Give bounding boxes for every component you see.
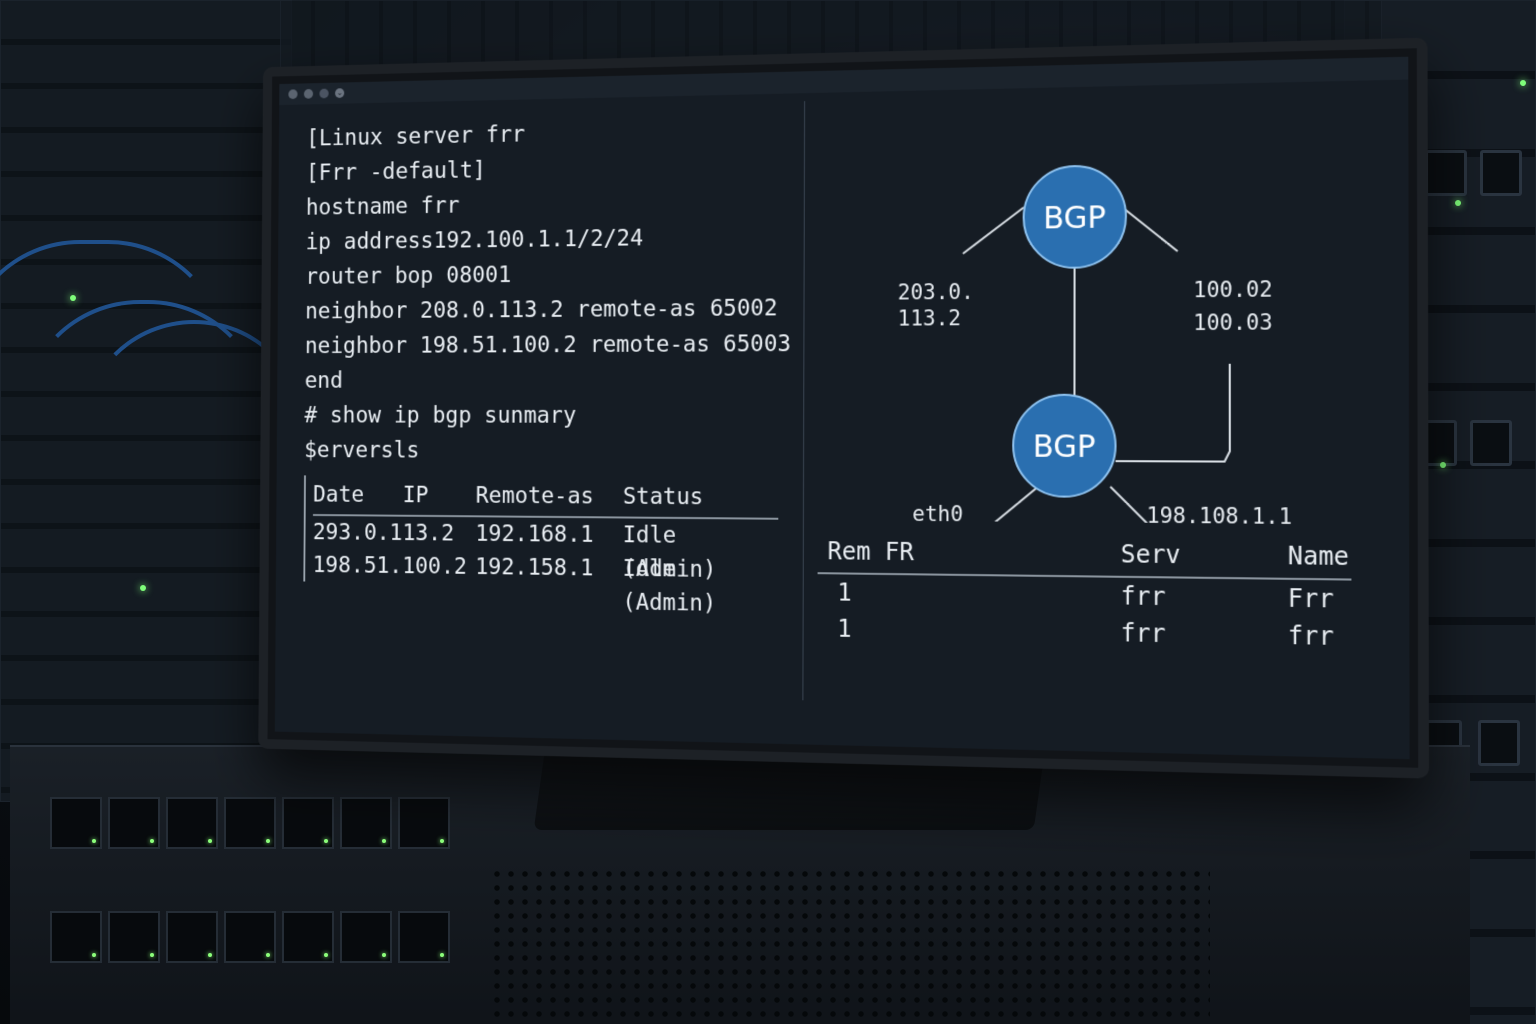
table-row: 1 frr frr (817, 610, 1351, 655)
status-led (1440, 462, 1446, 468)
table-cell-spacer (977, 613, 1120, 652)
edge-label: 100.03 (1193, 309, 1272, 335)
ethernet-port (340, 911, 392, 963)
table-cell: Idle (Admin) (622, 556, 717, 617)
table-cell: frr (1120, 581, 1166, 612)
edge-line (1121, 205, 1178, 252)
monitor: ⌄ [Linux server frr [Frr -default] hostn… (258, 37, 1430, 779)
column-header-spacer (978, 532, 1121, 576)
bgp-node-top[interactable] (1024, 165, 1126, 268)
terminal-line: neighbor 208.0.113.2 remote-as 65002 (305, 295, 778, 325)
status-led (70, 295, 76, 301)
terminal-line: end (304, 368, 343, 394)
table-cell: 293.0.113.2 (312, 519, 455, 547)
server-port-grid (50, 797, 470, 1017)
status-led (140, 585, 146, 591)
maximize-dot-icon[interactable] (319, 88, 329, 99)
ethernet-port (398, 911, 450, 963)
column-header-serv: Serv (1120, 539, 1181, 570)
rack-port (1478, 720, 1520, 766)
table-cell: 192.158.1 (475, 554, 594, 582)
bgp-topology-diagram: BGP BGP 203.0. 113.2 100.02 100.03 eth0 … (898, 88, 1292, 525)
table-row: 293.0.113.2 192.168.1 Idle (Admin) (312, 516, 779, 583)
terminal-line: ip address192.100.1.1/2/24 (305, 225, 644, 256)
table-cell: frr (1120, 618, 1166, 649)
rack-port (1470, 420, 1512, 466)
table-cell: 198.51.100.2 (312, 552, 468, 580)
edge-label: 203.0. (898, 279, 974, 304)
bgp-node-label: BGP (1043, 199, 1106, 235)
ethernet-port (166, 797, 218, 849)
ethernet-port (50, 911, 102, 963)
bgp-node-label: BGP (1033, 429, 1096, 465)
close-dot-icon[interactable] (288, 89, 298, 100)
table-cell: Frr (1287, 583, 1334, 614)
column-header-name: Name (1287, 541, 1350, 572)
terminal-prompt-line: $erversls (304, 437, 420, 464)
table-header: Date IP Remote-as Status (312, 475, 779, 520)
ethernet-port (340, 797, 392, 849)
edge-line (1110, 487, 1151, 525)
ethernet-port (108, 797, 160, 849)
terminal-line: neighbor 198.51.100.2 remote-as 65003 (304, 331, 792, 359)
edge-label: eth0 (912, 501, 963, 525)
terminal-command-line: # show ip bgp sunmary (304, 403, 577, 429)
network-cable (0, 240, 228, 668)
table-cell-spacer (978, 576, 1121, 615)
column-header-remote-as: Remote-as (475, 483, 594, 510)
table-header: Rem FR Serv Name (817, 530, 1352, 581)
ethernet-port (282, 911, 334, 963)
monitor-screen: ⌄ [Linux server frr [Frr -default] hostn… (274, 56, 1410, 760)
edge-label: 100.02 (1193, 276, 1272, 302)
neighbor-table: Rem FR Serv Name 1 frr Frr 1 frr (817, 530, 1352, 656)
status-led (1455, 200, 1461, 206)
table-cell: 192.168.1 (475, 521, 594, 548)
chevron-down-icon[interactable]: ⌄ (335, 88, 345, 99)
terminal-pane[interactable]: [Linux server frr [Frr -default] hostnam… (302, 112, 792, 730)
ethernet-port (398, 797, 450, 849)
server-vent-grill (490, 867, 1210, 1024)
minimize-dot-icon[interactable] (303, 88, 314, 99)
edge-line (978, 486, 1039, 525)
table-cell: frr (1287, 621, 1334, 652)
network-cable (20, 300, 268, 768)
bgp-summary-table: Date IP Remote-as Status 293.0.113.2 192… (303, 475, 779, 617)
topology-pane: BGP BGP 203.0. 113.2 100.02 100.03 eth0 … (817, 88, 1384, 754)
ethernet-port (50, 797, 102, 849)
edge-line (1116, 364, 1230, 462)
edge-label: 113.2 (898, 306, 961, 331)
table-cell: Idle (Admin) (622, 522, 717, 583)
table-cell: 1 (837, 578, 852, 607)
edge-label: 198.108.1.1 (1147, 503, 1292, 525)
rack-port (1425, 150, 1467, 196)
pane-divider[interactable] (802, 101, 806, 701)
terminal-line: router bop 08001 (305, 262, 512, 290)
ethernet-port (166, 911, 218, 963)
ethernet-port (282, 797, 334, 849)
status-led (1520, 80, 1526, 86)
ethernet-port (224, 911, 276, 963)
ethernet-port (108, 911, 160, 963)
rack-port (1480, 150, 1522, 196)
ethernet-port (224, 797, 276, 849)
column-header-rem-fr: Rem FR (827, 537, 914, 567)
column-header-date-ip: Date IP (313, 482, 429, 509)
edge-line (963, 207, 1024, 253)
column-header-status: Status (622, 483, 704, 511)
table-cell: 1 (837, 614, 852, 643)
bgp-node-bottom[interactable] (1013, 395, 1115, 497)
network-cable (80, 320, 308, 808)
table-row: 198.51.100.2 192.158.1 Idle (Admin) (312, 549, 779, 617)
